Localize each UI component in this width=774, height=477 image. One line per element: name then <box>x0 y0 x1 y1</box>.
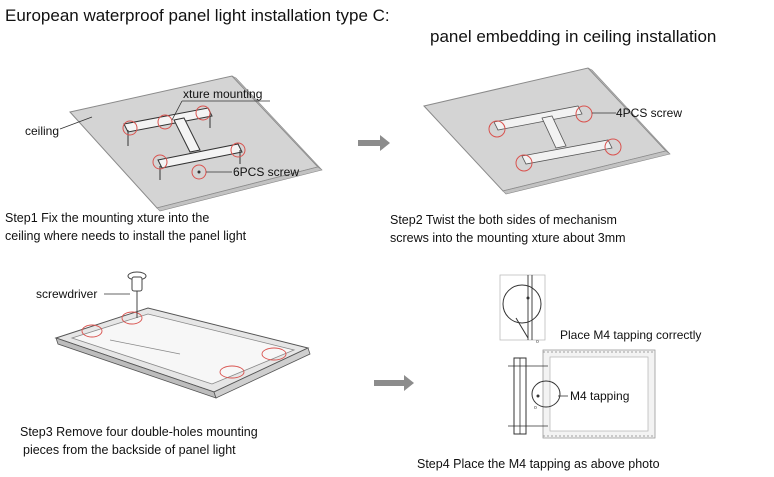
step4-figure: o o <box>499 274 656 439</box>
page-title: European waterproof panel light installa… <box>5 6 390 25</box>
arrow-right-icon <box>374 375 414 391</box>
label-screwdriver: screwdriver <box>36 287 98 301</box>
screwdriver-icon <box>127 271 147 318</box>
step4-text-line1: Step4 Place the M4 tapping as above phot… <box>417 457 660 471</box>
svg-text:o: o <box>534 405 537 411</box>
step1-text-line2: ceiling where needs to install the panel… <box>5 229 247 243</box>
step2-text-line1: Step2 Twist the both sides of mechanism <box>390 213 617 227</box>
step1-figure <box>59 75 323 212</box>
step2-text-line2: screws into the mounting xture about 3mm <box>390 231 626 245</box>
step2-figure <box>423 67 671 195</box>
step3-mounting-circles <box>81 311 287 379</box>
label-ceiling: ceiling <box>25 124 60 138</box>
step1-screw-circles <box>122 105 246 180</box>
label-place-m4-correctly: Place M4 tapping correctly <box>560 328 702 342</box>
step3-figure <box>54 271 311 399</box>
step3-text-line1: Step3 Remove four double-holes mounting <box>20 425 258 439</box>
m4-detail-view: o <box>499 274 546 345</box>
m4-frame-view: o <box>508 349 656 439</box>
page-subtitle: panel embedding in ceiling installation <box>430 27 717 46</box>
label-6pcs-screw: 6PCS screw <box>233 165 300 179</box>
step3-text-line2: pieces from the backside of panel light <box>23 443 236 457</box>
label-fixture-mounting: xture mounting <box>183 87 263 101</box>
arrow-right-icon <box>358 135 390 151</box>
mounting-fixture <box>123 107 243 180</box>
step2-screw-circles <box>488 105 622 172</box>
svg-text:o: o <box>536 339 539 345</box>
label-m4-tapping: M4 tapping <box>570 389 630 403</box>
label-4pcs-screw: 4PCS screw <box>616 106 683 120</box>
step1-text-line1: Step1 Fix the mounting xture into the <box>5 211 210 225</box>
